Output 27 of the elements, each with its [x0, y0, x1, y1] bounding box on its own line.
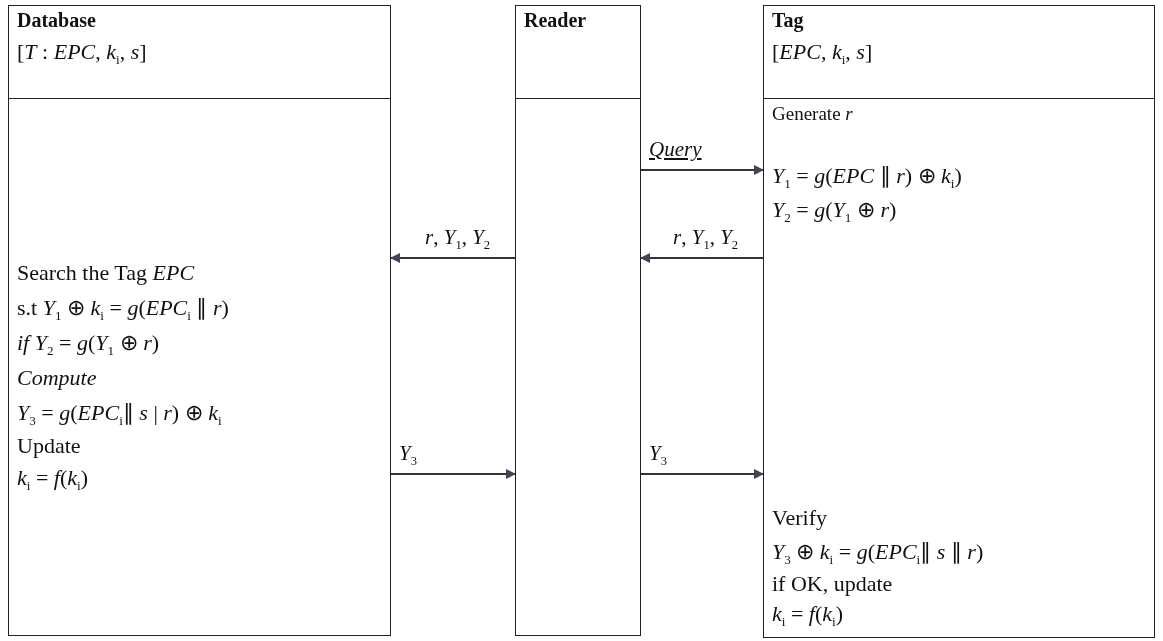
arrow: [640, 165, 764, 175]
protocol-text: s.t Y$_{1}$ ⊕ k$_{i}$ = g(EPC$_{i}$ ∥ r): [17, 296, 229, 324]
protocol-text: k$_{i}$ = f(k$_{i}$): [17, 466, 89, 494]
protocol-text: Verify: [772, 506, 827, 531]
column-title: Reader: [524, 9, 587, 31]
protocol-text: Search the Tag EPC: [17, 261, 195, 286]
protocol-text: Compute: [17, 366, 97, 391]
protocol-text: if Y$_{2}$ = g(Y$_{1}$ ⊕ r): [17, 331, 160, 359]
protocol-text: Y$_{1}$ = g(EPC ∥ r) ⊕ k$_{i}$): [772, 164, 962, 192]
participant-column: [763, 5, 1155, 638]
column-title: Database: [17, 9, 96, 31]
arrow: [390, 469, 516, 479]
participant-column: [8, 5, 391, 636]
protocol-text: k$_{i}$ = f(k$_{i}$): [772, 602, 844, 630]
arrow: [390, 253, 516, 263]
arrow: [640, 253, 764, 263]
protocol-text: Generate r: [772, 104, 853, 125]
protocol-text: Y$_{3}$ ⊕ k$_{i}$ = g(EPC$_{i}$∥ s ∥ r): [772, 540, 984, 568]
protocol-text: Y$_{2}$ = g(Y$_{1}$ ⊕ r): [772, 198, 897, 226]
protocol-text: Update: [17, 434, 81, 459]
participant-column: [515, 5, 641, 636]
protocol-text: Y$_{3}$ = g(EPC$_{i}$∥ s | r) ⊕ k$_{i}$: [17, 401, 222, 429]
column-title: Tag: [772, 9, 804, 31]
protocol-text: [EPC, k$_{i}$, s]: [772, 40, 873, 68]
protocol-text: [T : EPC, k$_{i}$, s]: [17, 40, 147, 68]
arrow: [640, 469, 764, 479]
protocol-text: if OK, update: [772, 572, 893, 597]
